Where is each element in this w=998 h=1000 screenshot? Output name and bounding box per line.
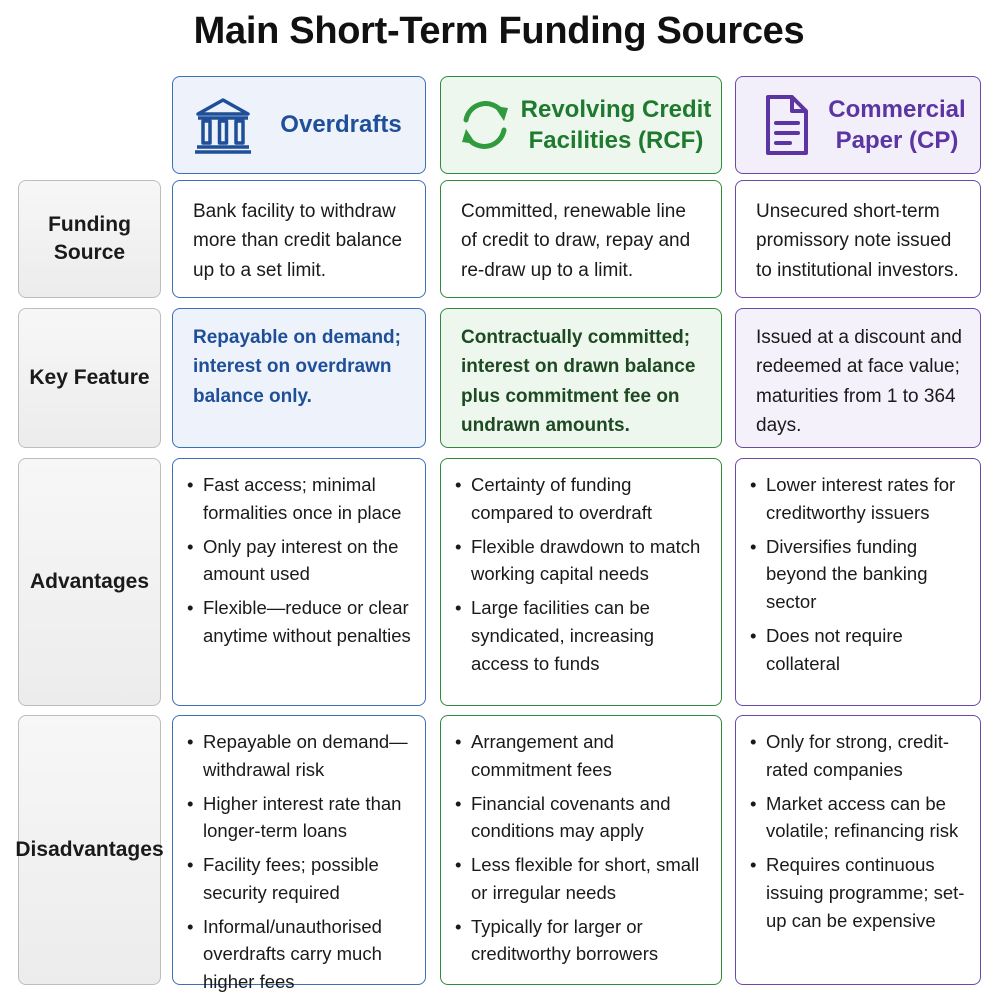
list-item: Financial covenants and conditions may a… [455,790,709,846]
list-item: Market access can be volatile; refinanci… [750,790,968,846]
refresh-cycle-icon [451,91,519,159]
list-item: Does not require collateral [750,622,968,678]
row-label-key-feature: Key Feature [18,308,161,448]
funding-source-overdrafts: Bank facility to withdraw more than cred… [172,180,426,298]
list-item: Informal/unauthorised overdrafts carry m… [187,913,413,996]
list-item: Diversifies funding beyond the banking s… [750,533,968,616]
header-rcf: Revolving Credit Facilities (RCF) [440,76,722,174]
header-label-cp: Commercial Paper (CP) [828,95,966,154]
header-overdrafts: Overdrafts [172,76,426,174]
key-feature-overdrafts: Repayable on demand; interest on overdra… [172,308,426,448]
list-item: Only pay interest on the amount used [187,533,413,589]
row-label-funding-source: Funding Source [18,180,161,298]
header-label-rcf: Revolving Credit Facilities (RCF) [520,95,712,154]
list-item: Only for strong, credit-rated companies [750,728,968,784]
list-item: Flexible—reduce or clear anytime without… [187,594,413,650]
list-item: Flexible drawdown to match working capit… [455,533,709,589]
page-title: Main Short-Term Funding Sources [193,10,805,52]
list-item: Repayable on demand—withdrawal risk [187,728,413,784]
advantages-cp: Lower interest rates for creditworthy is… [735,458,981,706]
list-item: Arrangement and commitment fees [455,728,709,784]
row-label-advantages: Advantages [18,458,161,706]
list-item: Certainty of funding compared to overdra… [455,471,709,527]
list-item: Fast access; minimal formalities once in… [187,471,413,527]
disadvantages-overdrafts: Repayable on demand—withdrawal risk High… [172,715,426,992]
funding-source-rcf: Committed, renewable line of credit to d… [440,180,722,298]
document-icon [752,91,820,159]
list-item: Lower interest rates for creditworthy is… [750,471,968,527]
row-label-disadvantages: Disadvantages [15,715,164,985]
list-item: Requires continuous issuing programme; s… [750,851,968,934]
disadvantages-cp: Only for strong, credit-rated companies … [735,715,981,985]
advantages-rcf: Certainty of funding compared to overdra… [440,458,722,706]
header-label-overdrafts: Overdrafts [280,111,402,139]
list-item: Less flexible for short, small or irregu… [455,851,709,907]
key-feature-cp: Issued at a discount and redeemed at fac… [735,308,981,448]
list-item: Higher interest rate than longer-term lo… [187,790,413,846]
disadvantages-rcf: Arrangement and commitment fees Financia… [440,715,722,985]
key-feature-rcf: Contractually committed; interest on dra… [440,308,722,448]
advantages-overdrafts: Fast access; minimal formalities once in… [172,458,426,706]
funding-source-cp: Unsecured short-term promissory note iss… [735,180,981,298]
header-commercial-paper: Commercial Paper (CP) [735,76,981,174]
list-item: Typically for larger or creditworthy bor… [455,913,709,969]
bank-icon [189,91,257,159]
list-item: Facility fees; possible security require… [187,851,413,907]
list-item: Large facilities can be syndicated, incr… [455,594,709,677]
